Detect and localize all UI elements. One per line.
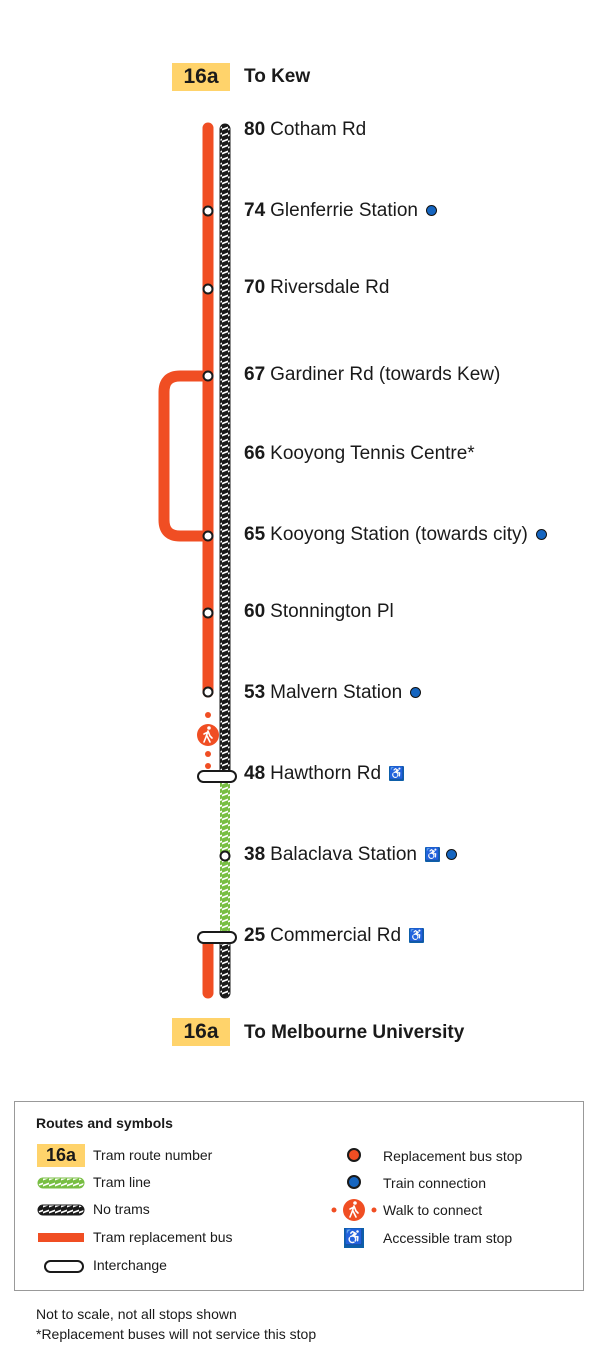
bus-stop-marker [202,283,214,295]
walk-icon [197,724,219,746]
legend-no-trams-icon [37,1204,85,1216]
route-badge-bottom: 16a [172,1018,230,1046]
legend-train-connection: Train connection [383,1175,486,1191]
destination-top: To Kew [244,66,311,87]
bus-stop-marker [202,530,214,542]
stop-number: 74 [244,200,266,221]
stop-number: 25 [244,925,266,946]
route-diagram [158,122,237,999]
bus-stop-marker [202,686,214,698]
train-connection-icon [445,849,457,861]
legend-route-badge: 16a [37,1144,85,1167]
walk-dot [205,712,211,718]
stop-name: Cotham Rd [270,119,367,140]
destination-bottom: To Melbourne University [244,1022,465,1043]
stop-name: Malvern Station [270,682,403,703]
no-trams-line-lower [219,935,231,999]
interchange-marker [197,770,237,783]
footnote-asterisk: *Replacement buses will not service this… [36,1326,317,1342]
legend-interchange-icon [44,1260,84,1273]
legend-no-trams: No trams [93,1201,150,1217]
stop-name: Kooyong Tennis Centre* [270,443,475,464]
wheelchair-icon: ♿ [409,928,425,944]
walk-dot [205,763,211,769]
stop-number: 60 [244,601,266,622]
legend-train-connection-icon [347,1175,361,1189]
bus-stop-marker [202,205,214,217]
legend-bus-stop-icon [347,1148,361,1162]
wheelchair-icon: ♿ [424,847,440,863]
legend-replacement-bus-stop: Replacement bus stop [383,1148,523,1164]
stop-name: Gardiner Rd (towards Kew) [270,364,501,385]
stop-name: Stonnington Pl [270,601,394,622]
replacement-bus-detour [158,370,208,542]
legend-box: Routes and symbols 16a Tram route number… [14,1101,584,1291]
stop-number: 66 [244,443,266,464]
stop-number: 38 [244,844,266,865]
legend-replacement-bus-icon [38,1233,84,1242]
legend-walk-to-connect: Walk to connect [383,1202,483,1218]
stop-number: 80 [244,119,266,140]
train-connection-icon [426,205,437,217]
stop-name: Riversdale Rd [270,277,390,298]
legend-tram-line-icon [37,1177,85,1189]
stop-name: Balaclava Station [270,844,417,865]
legend-title: Routes and symbols [36,1115,173,1131]
stop-number: 48 [244,763,266,784]
stop-name: Glenferrie Station [270,200,418,221]
wheelchair-icon: ♿ [389,766,405,782]
interchange-marker [197,931,237,944]
walk-dot [205,751,211,757]
stop-number: 53 [244,682,266,703]
stop-number: 70 [244,277,266,298]
train-connection-icon [535,529,547,541]
stop-number: 67 [244,364,266,385]
stop-name: Hawthorn Rd [270,763,382,784]
bus-stop-marker [202,370,214,382]
bus-stop-marker [202,607,214,619]
legend-interchange: Interchange [93,1257,167,1273]
wheelchair-icon: ♿ [344,1228,364,1248]
no-trams-line [219,123,231,779]
walk-icon [331,1199,377,1221]
footnote-scale: Not to scale, not all stops shown [36,1306,237,1322]
stop-name: Kooyong Station (towards city) [270,524,528,545]
tram-stop-marker [219,850,231,862]
route-badge-top: 16a [172,63,230,91]
stop-name: Commercial Rd [270,925,402,946]
legend-tram-replacement-bus: Tram replacement bus [93,1229,233,1245]
train-connection-icon [410,687,422,699]
stop-number: 65 [244,524,266,545]
legend-accessible-tram-stop: Accessible tram stop [383,1230,513,1246]
legend-tram-line: Tram line [93,1174,151,1190]
legend-tram-route-number: Tram route number [93,1147,213,1163]
